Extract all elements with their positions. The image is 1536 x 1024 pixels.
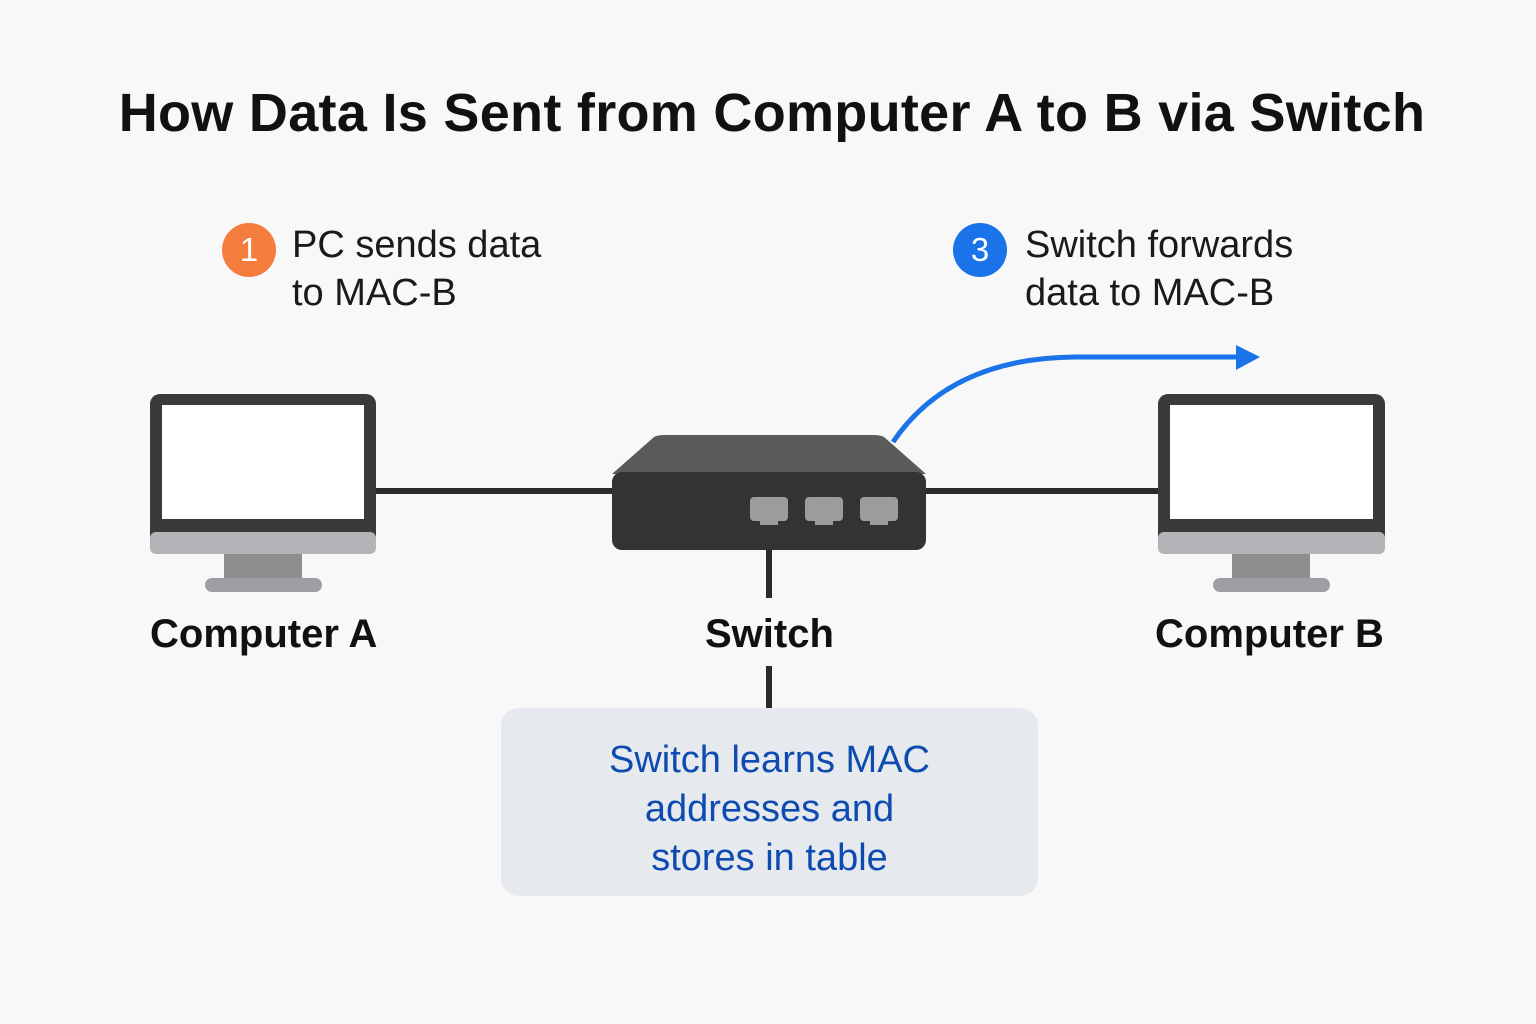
- switch-icon: [612, 435, 926, 550]
- note-line-3: stores in table: [651, 837, 888, 879]
- computer-b-label: Computer B: [1155, 612, 1384, 656]
- step-3-line-1: Switch forwards: [1025, 224, 1294, 266]
- page-title: How Data Is Sent from Computer A to B vi…: [118, 83, 1426, 143]
- switch-label: Switch: [705, 612, 834, 656]
- note-line-2: addresses and: [644, 788, 895, 830]
- step-3-text: Switch forwards data to MAC-B: [1025, 221, 1293, 317]
- mac-table-note: Switch learns MAC addresses and stores i…: [501, 708, 1038, 896]
- step-3-line-2: data to MAC-B: [1025, 272, 1275, 314]
- computer-b-icon: [1158, 394, 1385, 592]
- forward-arrow: [890, 345, 1260, 444]
- switch-port-icon: [805, 497, 843, 525]
- computer-a-icon: [150, 394, 376, 592]
- step-3-badge: 3: [953, 223, 1007, 277]
- step-1-text: PC sends data to MAC-B: [292, 221, 541, 317]
- step-1-line-1: PC sends data: [292, 224, 542, 266]
- step-1-badge: 1: [222, 223, 276, 277]
- switch-port-icon: [750, 497, 788, 525]
- note-line-1: Switch learns MAC: [609, 739, 930, 781]
- computer-a-label: Computer A: [150, 612, 378, 656]
- step-1-line-2: to MAC-B: [292, 272, 457, 314]
- switch-port-icon: [860, 497, 898, 525]
